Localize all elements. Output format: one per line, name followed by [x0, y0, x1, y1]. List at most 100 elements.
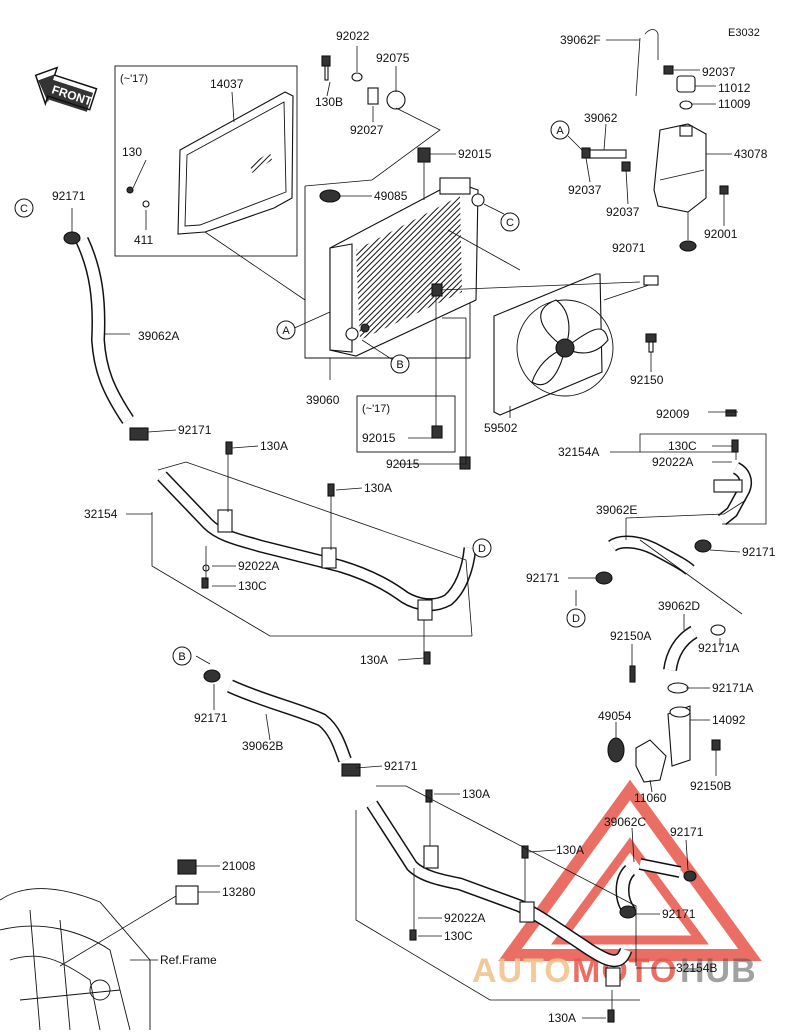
part-label: 92171 — [178, 423, 212, 437]
part-label: 32154B — [676, 961, 717, 975]
part-label: 14092 — [712, 713, 746, 727]
part-label: 130A — [462, 787, 490, 801]
part-label: 39062 — [584, 111, 618, 125]
part-label: 92037 — [702, 65, 736, 79]
fan-connector-icon — [643, 275, 659, 286]
part-label: 92171 — [526, 571, 560, 585]
callout-a-tank: A — [556, 125, 564, 137]
callout-d-pipe: D — [478, 543, 486, 555]
part-label: 130C — [444, 929, 473, 943]
part-label: 92171 — [194, 711, 228, 725]
part-label: 39060 — [306, 393, 340, 407]
part-label: 11060 — [634, 791, 667, 805]
part-label: 43078 — [734, 147, 768, 161]
fan-shroud — [493, 273, 603, 416]
grommet-92071-icon — [679, 240, 697, 252]
leader-lines — [59, 39, 767, 1019]
callout-a-radiator: A — [282, 325, 290, 337]
part-label: 130C — [668, 439, 697, 453]
thermostat-49054-icon — [607, 737, 625, 763]
clip-21008-icon — [177, 859, 197, 875]
watermark-text-auto: AUTO — [472, 952, 572, 990]
part-label: 39062B — [242, 739, 283, 753]
reservoir-tank-group — [581, 29, 729, 252]
bolt-130b-icon — [321, 55, 331, 81]
part-label: 39062E — [596, 503, 637, 517]
part-label: 92171 — [742, 545, 776, 559]
clip-92015-mid-icon — [431, 425, 443, 439]
radiator-group — [304, 177, 485, 359]
part-label: 92075 — [376, 51, 410, 65]
radiator-screen — [177, 91, 294, 235]
thermostat-group — [607, 665, 721, 783]
part-label: 39062F — [560, 33, 601, 47]
fan-hub-icon — [555, 338, 575, 358]
part-label: 92037 — [606, 205, 640, 219]
clip-92015-top-icon — [417, 147, 431, 163]
left-hose-group — [63, 231, 149, 441]
part-label: 92027 — [350, 123, 384, 137]
callout-markers: C C A A B B D D — [14, 120, 586, 666]
part-label: 49085 — [374, 189, 408, 203]
part-label: 39062C — [604, 815, 646, 829]
part-label: 92150B — [690, 779, 731, 793]
part-label: 13280 — [222, 885, 256, 899]
diagram-code: E3032 — [728, 27, 760, 39]
part-label: 92022A — [444, 911, 485, 925]
callout-c-radiator: C — [506, 217, 514, 229]
part-label: 130C — [238, 579, 267, 593]
part-label: 14037 — [210, 77, 244, 91]
part-label: 92171A — [712, 681, 753, 695]
part-label: 92150A — [610, 629, 651, 643]
part-label: 92015 — [458, 147, 492, 161]
right-upper-hose-group — [595, 409, 753, 694]
part-label: 92022A — [238, 559, 279, 573]
part-labels: 14037 130 411 92022 92075 130B 92027 920… — [52, 29, 776, 1025]
part-label: 32154A — [558, 445, 599, 459]
part-label: 92009 — [656, 407, 690, 421]
part-label: 92150 — [630, 373, 664, 387]
clamp-13280-icon — [175, 885, 199, 905]
part-label: 92171 — [384, 759, 418, 773]
part-label: 130 — [122, 145, 142, 159]
callout-c-left: C — [20, 203, 28, 215]
watermark-text-hub: HUB — [680, 952, 757, 990]
part-label: 92001 — [704, 227, 738, 241]
radiator-screen-group: (~'17) — [114, 65, 298, 257]
part-label: 130A — [260, 439, 288, 453]
part-label: 32154 — [84, 507, 118, 521]
callout-b-hose: B — [178, 651, 185, 663]
callout-b-radiator: B — [396, 359, 403, 371]
grommet-92075-icon — [386, 90, 406, 110]
callout-d-hose: D — [572, 613, 580, 625]
part-label: 92071 — [612, 241, 646, 255]
part-label: 92022 — [336, 29, 370, 43]
part-label: 92037 — [568, 183, 602, 197]
reservoir-cap-icon — [676, 75, 696, 93]
part-label: 92015 — [362, 431, 396, 445]
part-label: 92171 — [52, 189, 86, 203]
part-label: 49054 — [598, 709, 632, 723]
part-label: 92015 — [386, 457, 420, 471]
part-label: 11012 — [718, 81, 751, 95]
part-label: 130A — [548, 1011, 576, 1025]
washer-92022-icon — [351, 72, 363, 82]
coolant-pipe-32154 — [157, 441, 477, 665]
part-label: 39062A — [138, 329, 179, 343]
part-label: 39062D — [658, 599, 700, 613]
bolt-92150-icon — [645, 333, 657, 353]
part-label: 130A — [556, 843, 584, 857]
clip-92015-low-icon — [459, 456, 471, 470]
gasket-11060-icon — [635, 739, 667, 783]
part-label: 92171 — [670, 825, 704, 839]
part-label: 92171 — [662, 907, 696, 921]
part-label: 411 — [134, 233, 153, 247]
year-note-top: (~'17) — [120, 73, 148, 85]
frame-reference-sketch — [0, 888, 151, 1031]
reservoir-tank — [653, 123, 707, 213]
front-arrow-icon: FRONT — [34, 66, 98, 112]
lower-hose-group — [203, 669, 361, 777]
part-label: 59502 — [484, 421, 518, 435]
